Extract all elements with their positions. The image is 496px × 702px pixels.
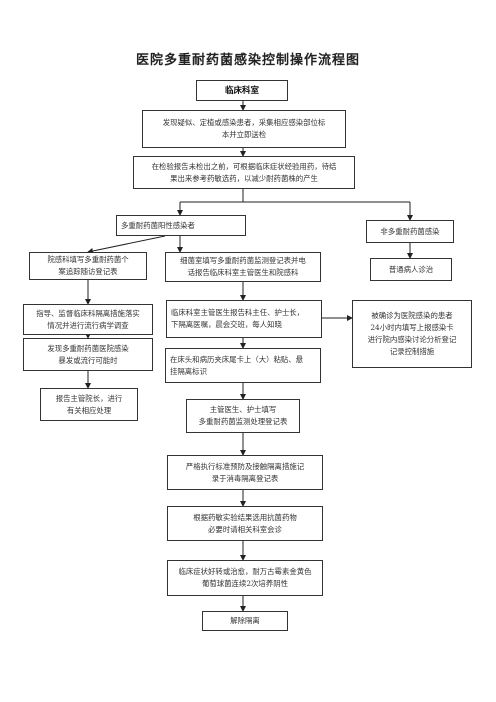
node-fill-register: 主管医生、护士填写 多重耐药菌监测处理登记表 (186, 399, 300, 433)
node-notify-director: 临床科室主管医生报告科主任、护士长， 下隔离医嘱，晨会交班，每人知晓 (166, 300, 322, 338)
node-strict-isolation: 严格执行标准预防及接触隔离措施记 录于消毒隔离登记表 (167, 455, 323, 490)
node-isolation-label: 在床头和病历夹床尾卡上（大）粘贴、悬 挂隔离标识 (165, 348, 321, 383)
node-clinical-cure: 临床症状好转或治愈，耐万古霉素金黄色 葡萄球菌连续2次培养阴性 (167, 560, 323, 596)
node-ic-register: 院感科填写多重耐药菌个 案追踪随访登记表 (29, 252, 147, 280)
node-routine-care: 普通病人诊治 (370, 258, 452, 281)
node-empirical-therapy: 在检验报告未检出之前，可根据临床症状经验用药，待结 果出来参考药敏选药，以减少耐… (133, 156, 355, 189)
node-non-mdro: 非多重耐药菌感染 (366, 220, 454, 243)
node-outbreak: 发现多重耐药菌医院感染 暴发或流行可能时 (23, 338, 153, 371)
node-collect-specimen: 发现疑似、定植或感染患者，采集相应感染部位标 本并立即送检 (142, 110, 346, 148)
node-report-dean: 报告主管院长，进行 有关相应处理 (40, 388, 138, 421)
node-antibiotic-selection: 根据药敏实验结果选用抗菌药物 必要时请相关科室会诊 (167, 506, 323, 541)
node-lab-report: 细菌室填写多重耐药菌监测登记表并电 话报告临床科室主管医生和院感科 (165, 252, 321, 282)
node-guide-supervise: 指导、监督临床科隔离措施落实 情况并进行流行病学调查 (23, 304, 153, 335)
page-title: 医院多重耐药菌感染控制操作流程图 (135, 53, 360, 68)
node-release-isolation: 解除隔离 (202, 611, 288, 631)
node-mdro-positive: 多重耐药菌阳性感染者 (116, 215, 246, 236)
node-clinical-department: 临床科室 (196, 80, 288, 101)
node-confirmed-infection: 被确诊为医院感染的患者 24小时内填写上报感染卡 进行院内感染讨论分析登记 记录… (352, 300, 472, 368)
